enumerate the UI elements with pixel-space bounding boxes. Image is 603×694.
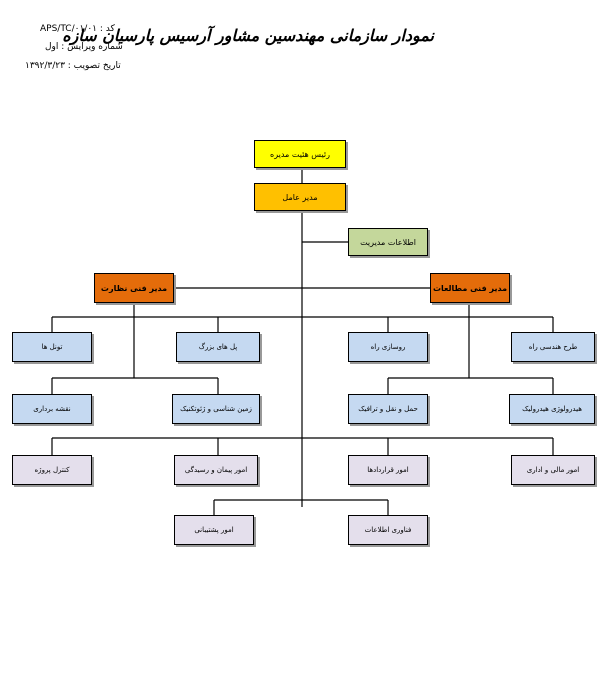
management-info-box: اطلاعات مدیریت [348,228,428,256]
tech-manager-studies-box: مدیر فنی مطالعات [430,273,510,303]
unit-box-surveying: نقشه برداری [12,394,92,424]
unit-box-support: امور پشتیبانی [174,515,254,545]
board-chairman-box: رئیس هئیت مدیره [254,140,346,168]
unit-box-road-geometric-design: طرح هندسی راه [511,332,595,362]
unit-box-large-bridges: پل های بزرگ [176,332,260,362]
chart-title: نمودار سازمانی مهندسین مشاور آرسیس پارسی… [62,26,434,45]
document-code: کد : APS/TC/۰۱/۰۱ [40,24,115,34]
approval-date: تاریخ تصویب : ۱۳۹۲/۳/۲۳ [25,61,121,71]
unit-box-it: فناوری اطلاعات [348,515,428,545]
unit-box-transport-traffic: حمل و نقل و ترافیک [348,394,428,424]
unit-box-geology-geotechnics: زمین شناسی و ژئوتکنیک [172,394,260,424]
unit-box-tunnels: تونل ها [12,332,92,362]
unit-box-hydrology-hydraulics: هیدرولوژی هیدرولیک [509,394,595,424]
unit-box-contracts: امور قراردادها [348,455,428,485]
revision-number: شماره ویرایش : اول [45,42,123,52]
tech-manager-supervision-box: مدیر فنی نظارت [94,273,174,303]
ceo-box: مدیر عامل [254,183,346,211]
unit-box-road-pavement: روسازی راه [348,332,428,362]
unit-box-financial-admin: امور مالی و اداری [511,455,595,485]
unit-box-contract-management: امور پیمان و رسیدگی [174,455,258,485]
unit-box-project-control: کنترل پروژه [12,455,92,485]
